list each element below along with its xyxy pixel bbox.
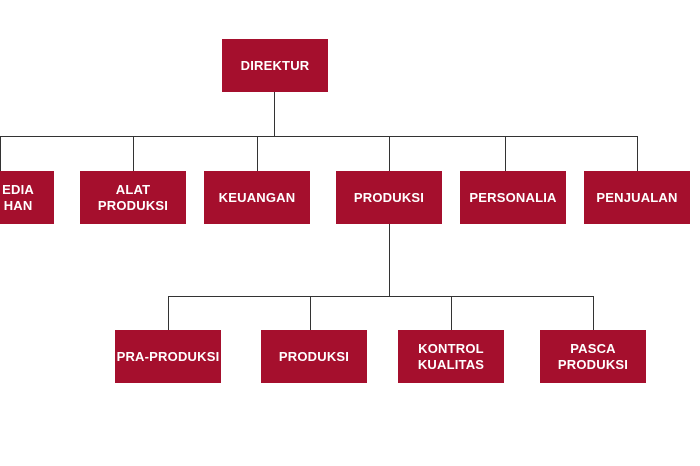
unit-box-pasca-produksi: PASCA PRODUKSI [540, 330, 646, 383]
unit-label-pra-produksi: PRA-PRODUKSI [116, 348, 220, 364]
dept-box-penjualan: PENJUALAN [584, 171, 690, 224]
unit-label-kontrol-kualitas: KONTROL KUALITAS [417, 340, 485, 372]
connector-dept-5 [505, 136, 506, 171]
dept-label-alat-produksi: ALAT PRODUKSI [97, 181, 169, 213]
dept-box-persediaan-bahan: EDIA HAN [0, 171, 54, 224]
dept-label-persediaan-bahan: EDIA HAN [2, 181, 34, 213]
dept-label-penjualan: PENJUALAN [596, 189, 678, 205]
connector-dept-6 [637, 136, 638, 171]
connector-unit-3 [451, 296, 452, 330]
connector-unit-1 [168, 296, 169, 330]
direktur-label: DIREKTUR [240, 57, 310, 73]
dept-box-alat-produksi: ALAT PRODUKSI [80, 171, 186, 224]
connector-unit-bus [168, 296, 594, 297]
dept-label-produksi: PRODUKSI [353, 189, 425, 205]
connector-dept-4 [389, 136, 390, 171]
connector-dept-2 [133, 136, 134, 171]
unit-box-kontrol-kualitas: KONTROL KUALITAS [398, 330, 504, 383]
unit-label-produksi: PRODUKSI [278, 348, 350, 364]
connector-dept-1 [0, 136, 1, 171]
connector-produksi-down [389, 224, 390, 296]
connector-unit-4 [593, 296, 594, 330]
unit-box-produksi: PRODUKSI [261, 330, 367, 383]
dept-label-keuangan: KEUANGAN [218, 189, 296, 205]
connector-dept-bus [0, 136, 638, 137]
direktur-box: DIREKTUR [222, 39, 328, 92]
dept-label-personalia: PERSONALIA [469, 189, 557, 205]
connector-dept-3 [257, 136, 258, 171]
unit-box-pra-produksi: PRA-PRODUKSI [115, 330, 221, 383]
unit-label-pasca-produksi: PASCA PRODUKSI [557, 340, 629, 372]
connector-root-down [274, 92, 275, 136]
dept-box-keuangan: KEUANGAN [204, 171, 310, 224]
dept-box-personalia: PERSONALIA [460, 171, 566, 224]
dept-box-produksi: PRODUKSI [336, 171, 442, 224]
connector-unit-2 [310, 296, 311, 330]
